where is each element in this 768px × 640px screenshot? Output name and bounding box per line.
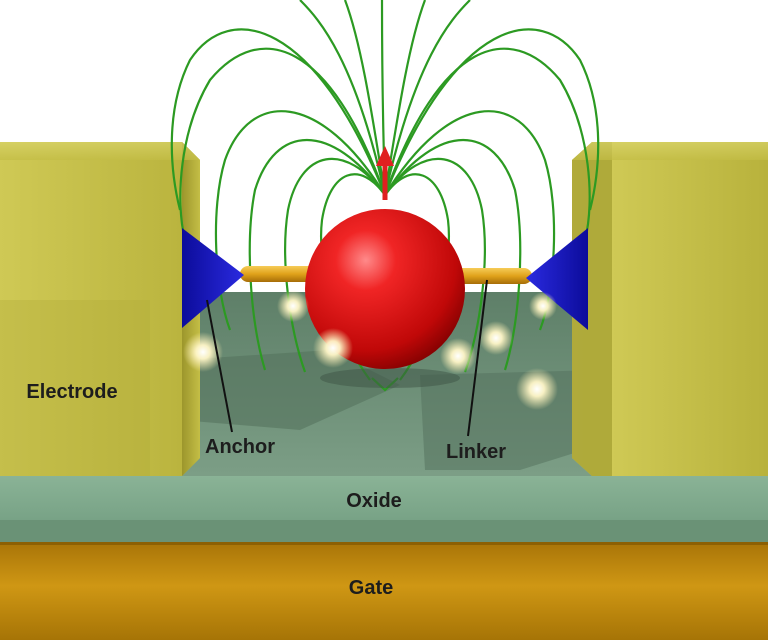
electron-glow	[440, 338, 476, 374]
left-anchor	[182, 228, 244, 328]
left-electrode	[0, 142, 200, 476]
electron-glow	[479, 321, 513, 355]
right-anchor	[526, 228, 588, 330]
right-linker	[450, 268, 532, 284]
left-linker	[240, 266, 320, 282]
linkers	[240, 266, 532, 284]
electron-glow	[183, 332, 223, 372]
anchor-callout-line	[206, 299, 233, 433]
linker-callout-line	[467, 279, 488, 437]
linker-label: Linker	[446, 441, 506, 463]
anchor-label: Anchor	[205, 436, 275, 458]
oxide-label: Oxide	[346, 490, 402, 512]
electron-glow	[516, 368, 558, 410]
electron-glow	[529, 292, 557, 320]
gate-label: Gate	[349, 577, 393, 599]
spin-arrow	[376, 146, 394, 200]
right-electrode	[572, 142, 768, 476]
molecule-sphere	[305, 209, 465, 388]
gate-layer	[0, 542, 768, 640]
electron-glows	[183, 290, 558, 410]
electron-glow	[277, 290, 309, 322]
electrode-label: Electrode	[26, 381, 117, 403]
electron-glow	[313, 328, 353, 368]
